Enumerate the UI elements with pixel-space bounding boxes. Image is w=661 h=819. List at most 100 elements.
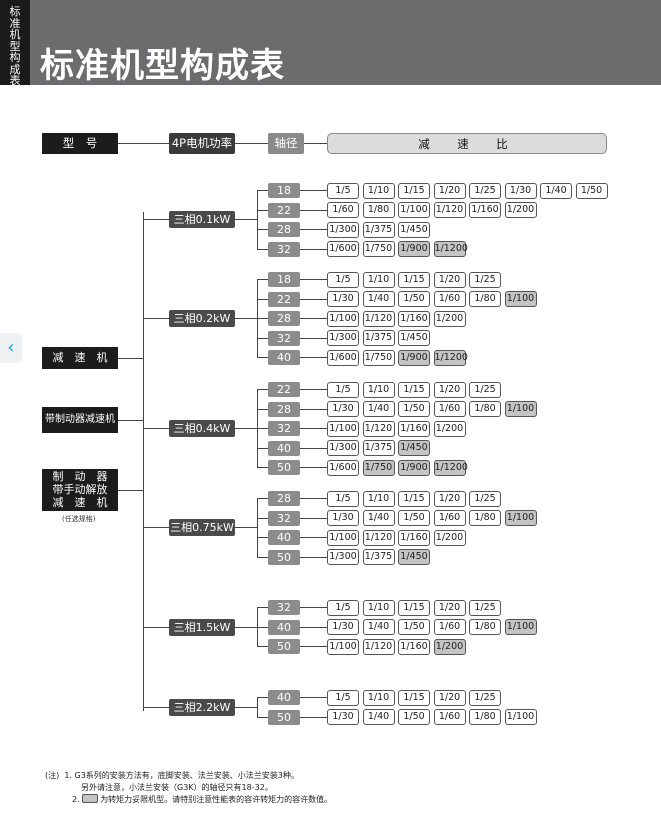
ratio-cell: 1/15 <box>398 182 430 199</box>
ratio-cell: 1/80 <box>469 709 501 725</box>
footnote-1: (注) 1. G3系列的安装方法有，底脚安装、法兰安装、小法兰安装3种。 <box>45 770 332 782</box>
ratio-cell: 1/120 <box>362 638 395 655</box>
power-box: 三相1.5kW <box>169 618 235 636</box>
highlight-swatch <box>82 794 99 803</box>
ratio-cell: 1/60 <box>327 202 359 218</box>
shaft-connector <box>257 318 268 319</box>
ratio-connector <box>300 209 327 211</box>
ratio-connector <box>300 517 327 519</box>
ratio-cell: 1/80 <box>469 401 501 417</box>
shaft-header: 轴径 <box>268 133 304 154</box>
shaft-box: 50 <box>268 549 300 565</box>
footnote-2-num: 2. <box>72 795 80 804</box>
shaft-connector <box>257 389 268 390</box>
ratio-cell-highlight: 1/750 <box>362 459 395 476</box>
power-connector <box>235 219 257 221</box>
ratio-cell: 1/20 <box>433 599 466 616</box>
power-connector <box>235 626 257 628</box>
ratio-cell: 1/10 <box>362 271 395 288</box>
shaft-connector <box>257 537 268 538</box>
shaft-connector <box>257 467 268 468</box>
option-reducer-with-brake: 带制动器减速机 <box>42 407 118 433</box>
shaft-connector <box>257 498 268 499</box>
ratio-cell: 1/10 <box>362 381 395 398</box>
ratio-cell: 1/375 <box>362 330 395 346</box>
ratio-cell: 1/160 <box>398 420 430 437</box>
ratio-cell: 1/40 <box>362 619 395 635</box>
shaft-box: 18 <box>268 272 300 287</box>
shaft-connector <box>257 447 268 449</box>
ratio-cell: 1/20 <box>433 689 466 706</box>
power-connector <box>235 706 257 708</box>
ratio-cell: 1/60 <box>433 401 466 417</box>
ratio-cell: 1/40 <box>540 182 572 199</box>
power-header: 4P电机功率 <box>169 133 235 154</box>
shaft-connector <box>257 428 268 429</box>
ratio-connector <box>300 357 327 358</box>
ratio-cell: 1/375 <box>362 549 395 565</box>
ratio-cell: 1/200 <box>433 310 466 327</box>
power-connector <box>235 527 257 529</box>
ratio-connector <box>300 697 327 698</box>
footnote-prefix: (注) <box>45 771 60 780</box>
power-box: 三相0.2kW <box>169 310 235 327</box>
ratio-cell-highlight: 1/1200 <box>433 459 468 476</box>
ratio-connector <box>300 408 327 410</box>
shaft-box: 22 <box>268 382 300 397</box>
option-connector <box>118 358 143 359</box>
ratio-cell: 1/300 <box>327 330 359 346</box>
ratio-cell: 1/100 <box>327 420 359 437</box>
type-header: 型 号 <box>42 133 118 154</box>
ratio-connector <box>300 229 327 230</box>
ratio-connector <box>300 646 327 647</box>
ratio-cell: 1/50 <box>398 709 430 725</box>
ratio-cell: 1/30 <box>327 619 359 635</box>
ratio-cell-highlight: 1/1200 <box>433 349 468 366</box>
shaft-box: 32 <box>268 330 300 346</box>
side-tab-label: 标准机型构成表 <box>9 5 21 87</box>
ratio-cell: 1/120 <box>362 529 395 546</box>
ratio-connector <box>300 248 327 250</box>
shaft-connector <box>257 229 268 230</box>
option-manual-release-brake: 制 动 器 带手动解放 减 速 机 <box>42 469 118 511</box>
shaft-connector <box>257 337 268 339</box>
ratio-cell-highlight: 1/100 <box>504 510 537 526</box>
footnote-2-text: 为转矩力妥限机型。请特别注意性能表的容许转矩力的容许数值。 <box>100 795 333 804</box>
ratio-connector <box>300 716 327 718</box>
power-connector <box>235 428 257 429</box>
ratio-connector <box>300 298 327 300</box>
ratio-cell: 1/50 <box>398 291 430 307</box>
ratio-cell: 1/30 <box>327 510 359 526</box>
power-box: 三相0.4kW <box>169 420 235 437</box>
option-reducer: 减 速 机 <box>42 347 118 369</box>
ratio-connector <box>300 626 327 628</box>
shaft-connector <box>257 209 268 211</box>
ratio-cell: 1/15 <box>398 271 430 288</box>
ratio-cell: 1/80 <box>469 619 501 635</box>
power-connector <box>235 318 257 319</box>
ratio-cell: 1/5 <box>327 599 359 616</box>
footnote-1b: 另外请注意，小法兰安装（G3K）的轴径只有18-32。 <box>45 782 332 794</box>
ratio-cell: 1/20 <box>433 381 466 398</box>
ratio-cell: 1/20 <box>433 271 466 288</box>
page-title: 标准机型构成表 <box>40 46 285 86</box>
back-arrow-icon[interactable]: ‹ <box>0 333 22 363</box>
shaft-box: 32 <box>268 510 300 526</box>
ratio-cell: 1/5 <box>327 689 359 706</box>
ratio-cell: 1/300 <box>327 549 359 565</box>
shaft-connector <box>257 697 268 698</box>
ratio-cell: 1/80 <box>362 202 395 218</box>
shaft-box: 40 <box>268 530 300 545</box>
ratio-cell: 1/15 <box>398 490 430 507</box>
footnotes: (注) 1. G3系列的安装方法有，底脚安装、法兰安装、小法兰安装3种。 另外请… <box>45 770 332 806</box>
shaft-box: 22 <box>268 202 300 218</box>
ratio-cell-highlight: 1/1200 <box>433 241 468 257</box>
power-connector <box>143 428 169 429</box>
shaft-bracket <box>257 697 258 717</box>
ratio-cell-highlight: 1/900 <box>398 349 430 366</box>
shaft-box: 40 <box>268 440 300 456</box>
ratio-cell: 1/40 <box>362 291 395 307</box>
ratio-cell: 1/40 <box>362 510 395 526</box>
ratio-connector <box>300 607 327 608</box>
shaft-connector <box>257 279 268 280</box>
